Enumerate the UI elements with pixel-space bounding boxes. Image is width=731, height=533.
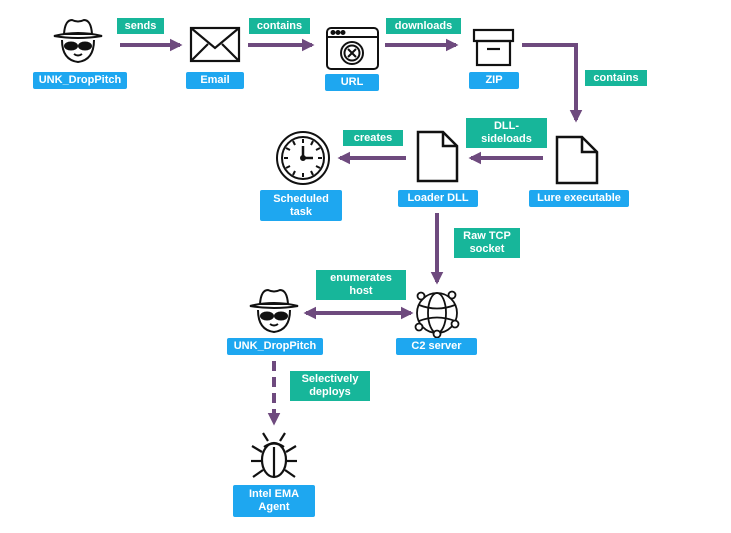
browser-blocked-icon	[326, 27, 379, 70]
edge-label-downloads: downloads	[386, 18, 461, 34]
node-label-zip: ZIP	[469, 72, 519, 89]
file-icon	[416, 130, 459, 183]
spy-icon	[53, 18, 103, 64]
node-label-actor-bottom: UNK_DropPitch	[227, 338, 323, 355]
edge-label-contains-lure: contains	[585, 70, 647, 86]
node-label-c2: C2 server	[396, 338, 477, 355]
node-label-email: Email	[186, 72, 244, 89]
edge-label-contains-url: contains	[249, 18, 310, 34]
node-label-agent: Intel EMA Agent	[233, 485, 315, 517]
node-label-url: URL	[325, 74, 379, 91]
clock-icon	[276, 131, 330, 185]
node-label-loader: Loader DLL	[398, 190, 478, 207]
globe-network-icon	[414, 290, 460, 339]
node-label-actor-top: UNK_DropPitch	[33, 72, 127, 89]
bug-icon	[251, 432, 297, 479]
edge-label-sends: sends	[117, 18, 164, 34]
arrow-contains-lure	[522, 43, 583, 123]
spy-icon	[249, 288, 299, 334]
edge-label-creates: creates	[343, 130, 403, 146]
node-label-lure: Lure executable	[529, 190, 629, 207]
edge-label-raw-tcp: Raw TCP socket	[454, 228, 520, 258]
node-label-task: Scheduled task	[260, 190, 342, 221]
edge-label-sideloads: DLL- sideloads	[466, 118, 547, 148]
edge-label-enumerates: enumerates host	[316, 270, 406, 300]
edge-label-deploys: Selectively deploys	[290, 371, 370, 401]
archive-box-icon	[472, 28, 515, 67]
file-icon	[555, 135, 599, 185]
envelope-icon	[189, 26, 241, 63]
